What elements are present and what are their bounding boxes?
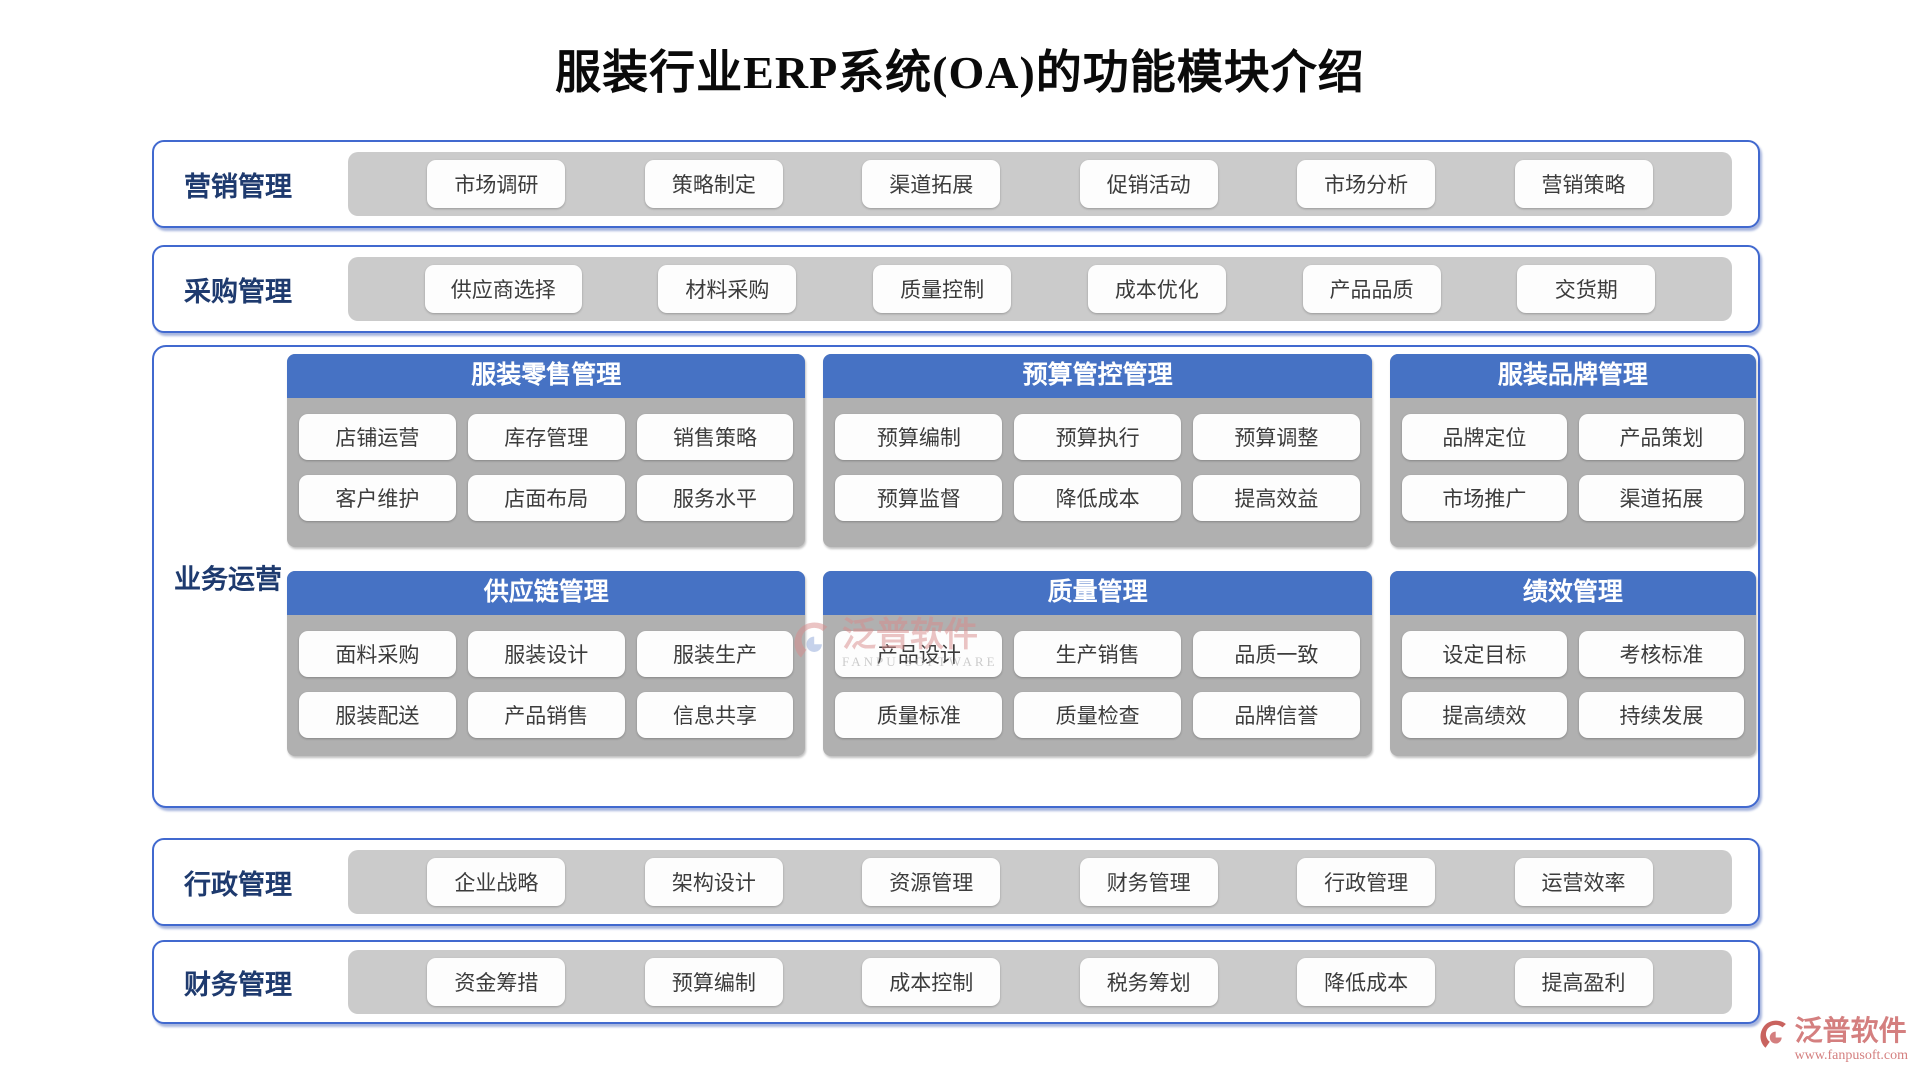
- panel-budget-control-management: 预算管控管理 预算编制预算执行预算调整预算监督降低成本提高效益: [823, 354, 1372, 547]
- section-label: 业务运营: [174, 564, 282, 594]
- footer-brand-name: 泛普软件: [1794, 1016, 1907, 1047]
- module-button[interactable]: 行政管理: [1297, 858, 1436, 906]
- module-button[interactable]: 持续发展: [1578, 692, 1744, 738]
- module-button[interactable]: 产品销售: [467, 692, 625, 738]
- section-label: 行政管理: [184, 869, 292, 900]
- module-button[interactable]: 降低成本: [1297, 958, 1436, 1006]
- panel-retail-management: 服装零售管理 店铺运营库存管理销售策略客户维护店面布局服务水平: [287, 354, 806, 547]
- panel-body: 预算编制预算执行预算调整预算监督降低成本提高效益: [823, 398, 1371, 521]
- section-label: 采购管理: [184, 276, 292, 307]
- module-button[interactable]: 信息共享: [636, 692, 794, 738]
- module-button[interactable]: 运营效率: [1514, 858, 1653, 906]
- panel-quality-management: 质量管理 产品设计生产销售品质一致质量标准质量检查品牌信誉: [823, 571, 1372, 756]
- module-button[interactable]: 促销活动: [1079, 160, 1218, 208]
- module-button[interactable]: 税务筹划: [1079, 958, 1218, 1006]
- module-button[interactable]: 预算编制: [644, 958, 783, 1006]
- module-button[interactable]: 供应商选择: [424, 265, 582, 313]
- module-button[interactable]: 资源管理: [862, 858, 1001, 906]
- module-button[interactable]: 财务管理: [1079, 858, 1218, 906]
- footer-brand-url: www.fanpusoft.com: [1794, 1048, 1908, 1063]
- section-marketing-management: 营销管理 市场调研 策略制定 渠道拓展 促销活动 市场分析 营销策略: [152, 140, 1760, 228]
- page-title: 服装行业ERP系统(OA)的功能模块介绍: [555, 47, 1365, 98]
- module-button[interactable]: 设定目标: [1401, 631, 1567, 677]
- module-button[interactable]: 渠道拓展: [862, 160, 1001, 208]
- panel-title: 预算管控管理: [823, 354, 1372, 398]
- module-button[interactable]: 品牌信誉: [1193, 692, 1360, 738]
- section-procurement-management: 采购管理 供应商选择 材料采购 质量控制 成本优化 产品品质 交货期: [152, 245, 1760, 333]
- module-button[interactable]: 降低成本: [1014, 475, 1181, 521]
- module-button[interactable]: 架构设计: [644, 858, 783, 906]
- module-button[interactable]: 交货期: [1517, 265, 1656, 313]
- business-panel-grid: 服装零售管理 店铺运营库存管理销售策略客户维护店面布局服务水平 预算管控管理 预…: [287, 354, 1756, 756]
- module-button[interactable]: 产品策划: [1578, 414, 1744, 460]
- module-button[interactable]: 预算调整: [1193, 414, 1360, 460]
- module-button[interactable]: 品质一致: [1193, 631, 1360, 677]
- panel-supply-chain-management: 供应链管理 面料采购服装设计服装生产服装配送产品销售信息共享: [287, 571, 806, 756]
- module-button[interactable]: 策略制定: [644, 160, 783, 208]
- module-button[interactable]: 营销策略: [1514, 160, 1653, 208]
- panel-body: 面料采购服装设计服装生产服装配送产品销售信息共享: [287, 615, 805, 738]
- module-button[interactable]: 材料采购: [658, 265, 797, 313]
- module-button[interactable]: 客户维护: [299, 475, 456, 521]
- module-button[interactable]: 预算编制: [835, 414, 1003, 460]
- module-button[interactable]: 服装设计: [467, 631, 625, 677]
- module-button[interactable]: 服务水平: [636, 475, 794, 521]
- module-tray: 企业战略 架构设计 资源管理 财务管理 行政管理 运营效率: [348, 850, 1732, 914]
- module-button[interactable]: 面料采购: [299, 631, 456, 677]
- panel-title: 绩效管理: [1389, 571, 1756, 615]
- module-button[interactable]: 服装配送: [299, 692, 456, 738]
- panel-body: 产品设计生产销售品质一致质量标准质量检查品牌信誉: [823, 615, 1371, 738]
- module-button[interactable]: 市场调研: [427, 160, 566, 208]
- panel-brand-management: 服装品牌管理 品牌定位产品策划市场推广渠道拓展: [1389, 354, 1756, 547]
- section-admin-management: 行政管理 企业战略 架构设计 资源管理 财务管理 行政管理 运营效率: [152, 838, 1760, 926]
- panel-title: 服装零售管理: [287, 354, 806, 398]
- panel-title: 服装品牌管理: [1389, 354, 1756, 398]
- module-button[interactable]: 质量控制: [873, 265, 1012, 313]
- module-button[interactable]: 资金筹措: [427, 958, 566, 1006]
- panel-performance-management: 绩效管理 设定目标考核标准提高绩效持续发展: [1389, 571, 1756, 756]
- module-button[interactable]: 考核标准: [1578, 631, 1744, 677]
- module-button[interactable]: 销售策略: [636, 414, 794, 460]
- module-button[interactable]: 生产销售: [1014, 631, 1181, 677]
- module-button[interactable]: 市场推广: [1401, 475, 1567, 521]
- module-button[interactable]: 品牌定位: [1401, 414, 1567, 460]
- module-button[interactable]: 渠道拓展: [1578, 475, 1744, 521]
- module-button[interactable]: 市场分析: [1297, 160, 1436, 208]
- section-business-operations: 业务运营 服装零售管理 店铺运营库存管理销售策略客户维护店面布局服务水平 预算管…: [152, 345, 1760, 808]
- module-button[interactable]: 成本优化: [1087, 265, 1226, 313]
- module-tray: 资金筹措 预算编制 成本控制 税务筹划 降低成本 提高盈利: [348, 950, 1732, 1014]
- panel-body: 设定目标考核标准提高绩效持续发展: [1390, 615, 1756, 738]
- module-tray: 市场调研 策略制定 渠道拓展 促销活动 市场分析 营销策略: [348, 152, 1732, 216]
- module-button[interactable]: 提高绩效: [1401, 692, 1567, 738]
- module-button[interactable]: 提高盈利: [1514, 958, 1653, 1006]
- module-button[interactable]: 预算执行: [1014, 414, 1181, 460]
- module-button[interactable]: 店面布局: [467, 475, 625, 521]
- module-button[interactable]: 服装生产: [636, 631, 794, 677]
- panel-title: 质量管理: [823, 571, 1372, 615]
- module-button[interactable]: 质量检查: [1014, 692, 1181, 738]
- footer-brand: 泛普软件 www.fanpusoft.com: [1757, 1018, 1908, 1064]
- module-button[interactable]: 产品品质: [1302, 265, 1441, 313]
- module-button[interactable]: 预算监督: [835, 475, 1003, 521]
- module-tray: 供应商选择 材料采购 质量控制 成本优化 产品品质 交货期: [348, 257, 1732, 321]
- section-label: 财务管理: [184, 969, 292, 1000]
- panel-title: 供应链管理: [287, 571, 806, 615]
- panel-body: 品牌定位产品策划市场推广渠道拓展: [1390, 398, 1756, 521]
- module-button[interactable]: 企业战略: [427, 858, 566, 906]
- module-button[interactable]: 库存管理: [467, 414, 625, 460]
- panel-body: 店铺运营库存管理销售策略客户维护店面布局服务水平: [287, 398, 805, 521]
- section-finance-management: 财务管理 资金筹措 预算编制 成本控制 税务筹划 降低成本 提高盈利: [152, 940, 1760, 1024]
- section-label: 营销管理: [184, 171, 292, 202]
- module-button[interactable]: 成本控制: [862, 958, 1001, 1006]
- fanpu-logo-icon: [1757, 1018, 1791, 1057]
- module-button[interactable]: 提高效益: [1193, 475, 1360, 521]
- module-button[interactable]: 产品设计: [835, 631, 1003, 677]
- module-button[interactable]: 质量标准: [835, 692, 1003, 738]
- module-button[interactable]: 店铺运营: [299, 414, 456, 460]
